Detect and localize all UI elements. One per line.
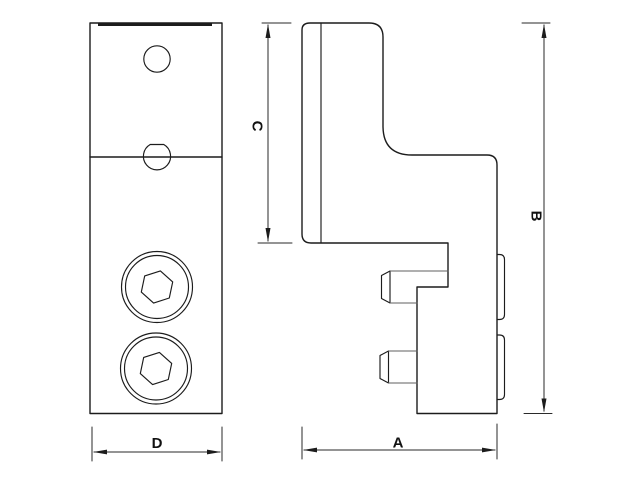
hex-socket-top xyxy=(140,270,174,304)
socket-screw-bottom-inner-circle xyxy=(123,336,189,401)
dimension-a: A xyxy=(301,423,498,460)
dimension-b: B xyxy=(521,22,553,414)
side-view-body-outline xyxy=(301,22,498,415)
dim-c-arrow-up-icon xyxy=(265,24,271,38)
socket-screw-top-inner-circle xyxy=(124,254,190,320)
dim-c-arrow-down-icon xyxy=(265,228,271,242)
dim-b-arrow-down-icon xyxy=(541,398,547,413)
clamp-screw-bottom-side xyxy=(379,350,418,384)
socket-screw-top-outer-circle xyxy=(120,250,194,324)
dim-d-arrow-right-icon xyxy=(207,449,221,455)
dim-d-label: D xyxy=(152,435,163,452)
dim-b-label: B xyxy=(528,211,545,222)
hex-socket-bottom xyxy=(139,351,173,386)
socket-screw-bottom-front xyxy=(119,332,193,405)
front-view xyxy=(89,22,223,415)
clamp-screw-top-head xyxy=(380,270,391,304)
clamp-screw-bottom-head xyxy=(379,350,390,384)
socket-screw-bottom-outer-circle xyxy=(119,332,193,405)
dimension-d: D xyxy=(91,426,223,462)
screw-head-bump-top xyxy=(496,253,506,321)
dim-a-label: A xyxy=(393,435,404,452)
front-view-body-outline xyxy=(89,22,223,415)
upper-hole xyxy=(143,45,171,73)
side-view xyxy=(301,22,506,415)
dim-a-label-gap xyxy=(388,434,408,448)
lower-hole-flat-bottom xyxy=(142,143,172,171)
clamp-screw-top-side xyxy=(380,270,449,304)
dim-d-arrow-left-icon xyxy=(93,449,107,455)
socket-screw-top-front xyxy=(120,250,194,324)
dim-a-arrow-left-icon xyxy=(303,447,317,453)
dim-b-arrow-up-icon xyxy=(541,24,547,38)
screw-head-bump-bottom xyxy=(496,334,506,401)
dim-c-label: C xyxy=(249,121,266,132)
dim-a-arrow-right-icon xyxy=(482,447,496,453)
dimension-c: C xyxy=(249,22,293,244)
